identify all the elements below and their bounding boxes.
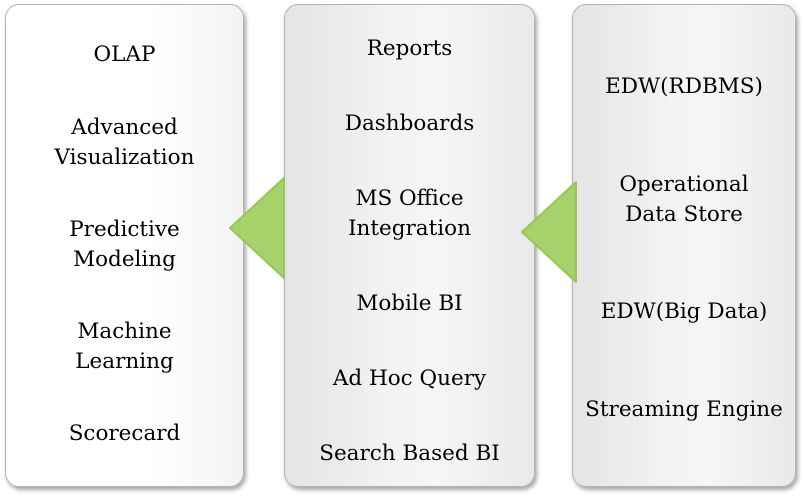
ad-hoc-query-item: Ad Hoc Query bbox=[332, 366, 487, 391]
predictive-modeling-item: Predictive Modeling bbox=[69, 217, 180, 272]
reports-item: Reports bbox=[366, 36, 453, 61]
streaming-engine-item: Streaming Engine bbox=[585, 397, 783, 422]
mobile-bi-item: Mobile BI bbox=[356, 291, 463, 316]
left-arrow-icon bbox=[229, 177, 285, 279]
reporting-panel: Reports Dashboards MS Office Integration… bbox=[284, 4, 535, 487]
edw-rdbms-item: EDW(RDBMS) bbox=[605, 74, 763, 99]
ms-office-integration-item: MS Office Integration bbox=[348, 186, 471, 241]
advanced-visualization-item: Advanced Visualization bbox=[54, 115, 195, 170]
scorecard-item: Scorecard bbox=[68, 421, 181, 446]
analytics-panel: OLAP Advanced Visualization Predictive M… bbox=[5, 4, 244, 487]
right-arrow-icon bbox=[521, 181, 577, 283]
data-sources-panel: EDW(RDBMS) Operational Data Store EDW(Bi… bbox=[572, 4, 796, 487]
dashboards-item: Dashboards bbox=[344, 111, 475, 136]
left-arrow-shape bbox=[229, 177, 285, 279]
right-arrow-shape bbox=[521, 181, 577, 283]
search-based-bi-item: Search Based BI bbox=[319, 441, 500, 466]
olap-item: OLAP bbox=[93, 42, 156, 67]
edw-big-data-item: EDW(Big Data) bbox=[600, 299, 768, 324]
machine-learning-item: Machine Learning bbox=[75, 319, 174, 374]
operational-data-store-item: Operational Data Store bbox=[619, 172, 749, 227]
